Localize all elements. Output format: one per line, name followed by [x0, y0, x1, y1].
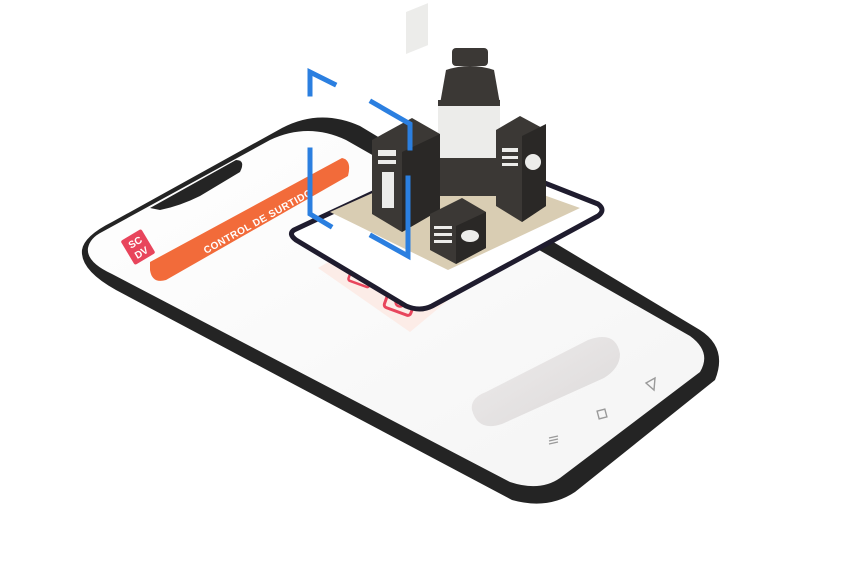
back-icon[interactable]	[644, 376, 656, 392]
tall-box-right	[496, 116, 546, 222]
home-icon[interactable]	[596, 408, 608, 420]
android-nav	[548, 376, 656, 445]
bottle	[438, 48, 500, 196]
menu-icon[interactable]	[548, 435, 559, 445]
phone-notch	[150, 160, 243, 210]
tall-box-left	[372, 3, 440, 232]
scan-button[interactable]	[471, 337, 620, 427]
header-banner	[150, 158, 350, 281]
scan-corner-bottom-right	[368, 175, 411, 261]
products	[372, 3, 546, 264]
app-logo: SC DV	[121, 229, 155, 265]
scan-corner-top-left	[307, 67, 338, 97]
scan-frame	[307, 67, 413, 261]
scan-corner-left	[307, 147, 334, 230]
small-box	[430, 198, 486, 264]
scan-corner-top-right	[368, 98, 413, 151]
